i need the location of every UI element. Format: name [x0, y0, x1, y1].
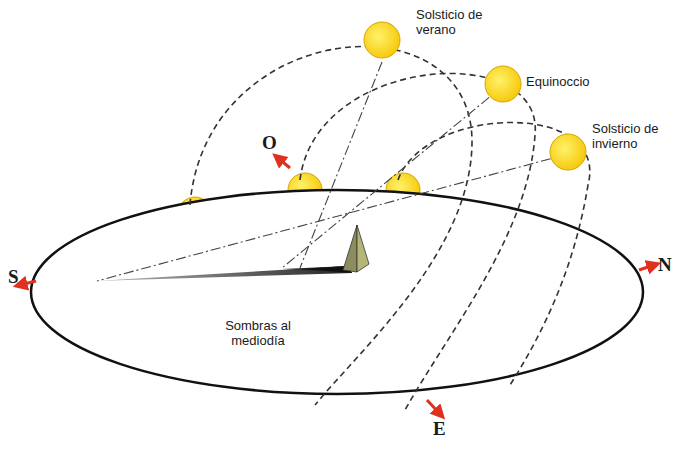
sun-label: Equinoccio [526, 75, 616, 90]
direction-letter: O [262, 132, 286, 154]
gnomon [343, 225, 369, 272]
sun-label: Solsticio de verano [416, 8, 498, 38]
sun-paths [190, 46, 590, 410]
direction-letter: E [433, 418, 457, 440]
cardinal-arrows [20, 158, 654, 414]
noon-shadows [95, 266, 352, 281]
direction-letter: S [8, 266, 28, 288]
shadow-caption: Sombras al mediodía [196, 318, 320, 350]
direction-letter: N [658, 254, 682, 276]
noon-suns [364, 22, 586, 170]
horizon-ellipse [31, 190, 643, 394]
noon-rays [97, 62, 568, 281]
sun-label: Solsticio de invierno [592, 122, 692, 152]
